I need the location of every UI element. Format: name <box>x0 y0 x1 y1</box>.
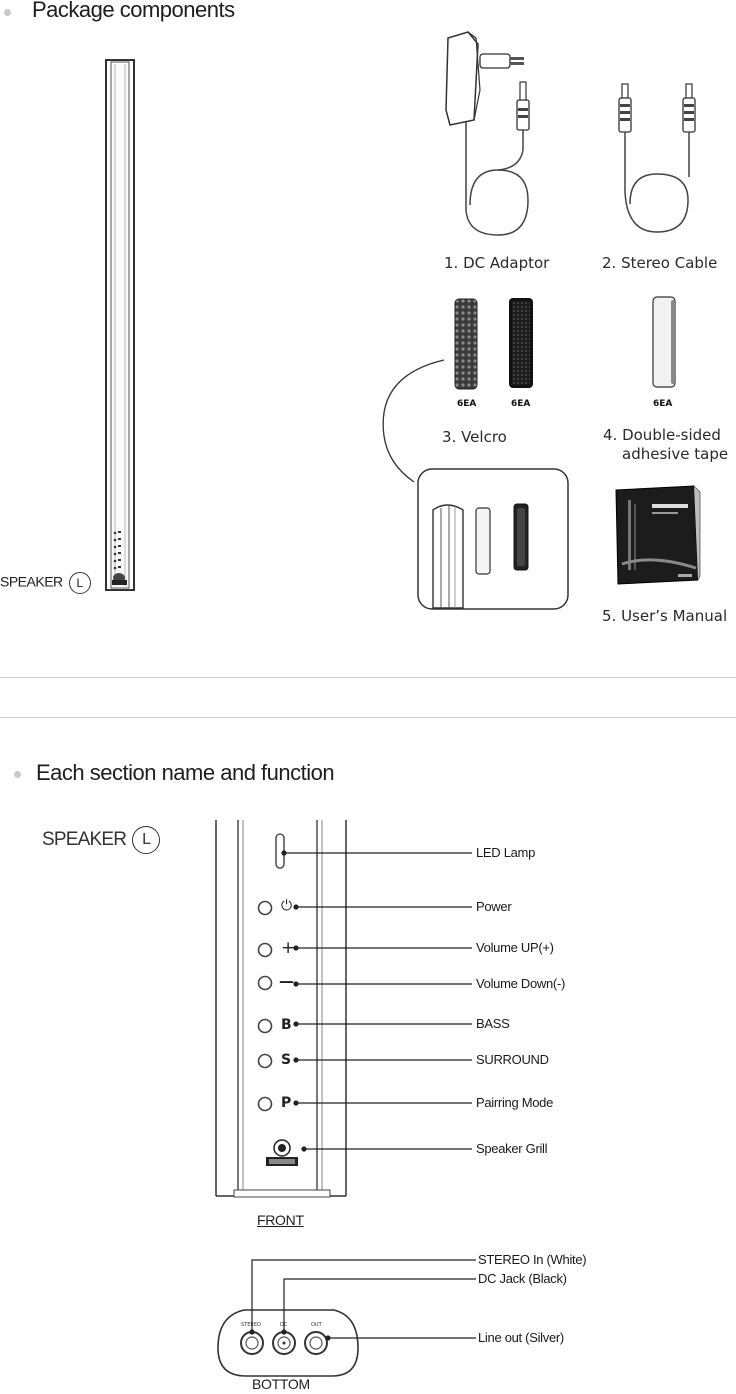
speaker-bottom-illustration <box>217 1259 476 1377</box>
velcro-caption: 3. Velcro <box>442 428 507 446</box>
tape-qty: 6EA <box>653 399 673 409</box>
dc-adaptor-icon <box>445 31 530 236</box>
power-glyph: ⏻ <box>281 898 293 914</box>
installation-inset <box>417 468 569 610</box>
p-glyph: P <box>281 1095 292 1111</box>
s-glyph: S <box>281 1052 292 1068</box>
velcro-hook-qty: 6EA <box>457 399 477 409</box>
jack-mark-out: OUT <box>311 1322 322 1328</box>
jack-mark-dc: DC <box>280 1322 288 1328</box>
speaker-grill-label: Speaker Grill <box>476 1141 548 1156</box>
front-leader-lines <box>281 850 472 1152</box>
b-glyph: B <box>281 1017 292 1033</box>
led-lamp-label: LED Lamp <box>476 845 536 860</box>
speaker-label-text-2: SPEAKER <box>42 829 127 851</box>
line-out-label: Line out (Silver) <box>478 1330 564 1345</box>
jack-mark-stereo: STEREO <box>241 1322 261 1328</box>
adhesive-tape-icon <box>652 296 676 388</box>
speaker-label-text: SPEAKER <box>0 573 63 590</box>
velcro-loop-icon <box>509 298 533 388</box>
power-label: Power <box>476 899 512 914</box>
dc-adaptor-caption: 1. DC Adaptor <box>444 254 550 272</box>
velcro-loop-qty: 6EA <box>511 399 531 409</box>
pairing-mode-label: Pairring Mode <box>476 1095 554 1110</box>
speaker-side-badge-2: L <box>132 826 161 854</box>
section-bullet <box>4 9 11 16</box>
tape-caption-line2: adhesive tape <box>622 445 729 463</box>
speaker-l-label: SPEAKER L <box>0 572 91 594</box>
velcro-hook-icon <box>454 298 478 390</box>
velcro-install-arc <box>382 359 445 483</box>
front-caption: FRONT <box>257 1212 304 1228</box>
bottom-caption: BOTTOM <box>252 1376 310 1392</box>
stereo-cable-caption: 2. Stereo Cable <box>602 254 718 272</box>
plus-glyph: + <box>281 938 296 958</box>
stereo-cable-icon <box>618 83 696 233</box>
speaker-front-illustration <box>215 820 347 1198</box>
speaker-side-badge: L <box>68 572 91 594</box>
divider-2 <box>0 717 736 718</box>
user-manual-icon <box>615 485 701 585</box>
stereo-in-label: STEREO In (White) <box>478 1252 587 1267</box>
minus-glyph: — <box>279 972 294 990</box>
divider-1 <box>0 677 736 678</box>
bass-label: BASS <box>476 1016 510 1031</box>
sections-title: Each section name and function <box>36 760 335 785</box>
package-title: Package components <box>32 0 235 22</box>
section-bullet-2 <box>14 771 21 778</box>
tape-caption-line1: 4. Double-sided <box>603 426 721 444</box>
volume-down-label: Volume Down(-) <box>476 976 565 991</box>
surround-label: SURROUND <box>476 1052 549 1067</box>
speaker-tall-illustration <box>105 59 135 591</box>
user-manual-caption: 5. User’s Manual <box>602 607 728 625</box>
volume-up-label: Volume UP(+) <box>476 940 554 955</box>
dc-jack-label: DC Jack (Black) <box>478 1271 567 1286</box>
